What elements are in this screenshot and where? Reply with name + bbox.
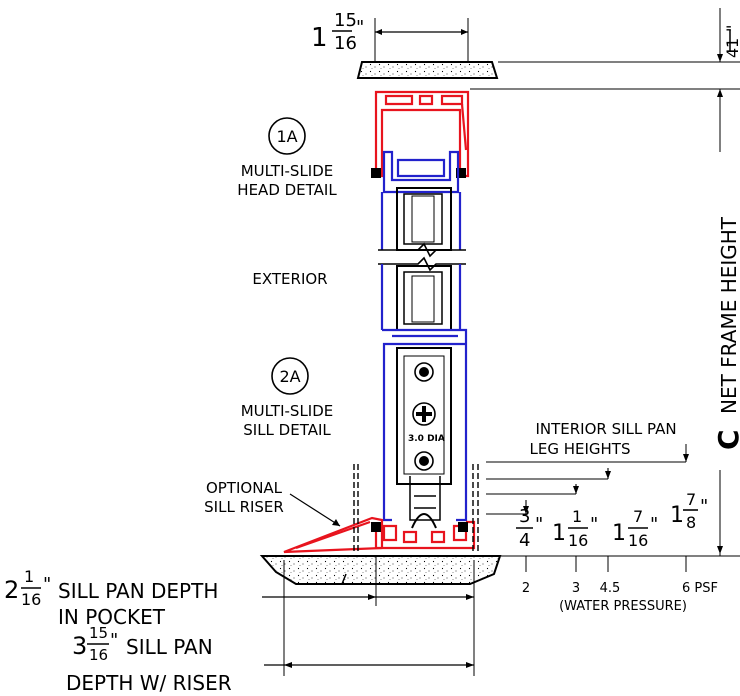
svg-text:1: 1 bbox=[612, 521, 626, 546]
svg-text:": " bbox=[535, 514, 543, 535]
svg-text:1: 1 bbox=[572, 507, 582, 526]
svg-text:4: 4 bbox=[519, 530, 530, 551]
leg-height-2: 1 1 16 " bbox=[552, 507, 598, 550]
riser-line2: SILL RISER bbox=[204, 498, 284, 516]
head-gap-denominator: 4 bbox=[723, 48, 740, 58]
sill-detail-tag-circle bbox=[271, 357, 309, 395]
top-width-numerator: 15 bbox=[334, 10, 357, 31]
sill-pan-depth-dimensions: 2 1 16 " SILL PAN DEPTH IN POCKET 3 15 1… bbox=[4, 556, 475, 695]
head-detail-callout: 1A MULTI-SLIDE HEAD DETAIL bbox=[237, 117, 337, 199]
svg-text:16: 16 bbox=[568, 531, 588, 550]
svg-text:SILL PAN: SILL PAN bbox=[126, 635, 213, 659]
panel-break-lines bbox=[378, 242, 466, 272]
svg-text:8: 8 bbox=[686, 513, 696, 532]
frame-height-label: NET FRAME HEIGHT bbox=[717, 216, 740, 414]
sill-detail-tag: 2A bbox=[279, 367, 300, 386]
head-gap-dimension: 1 " 4 bbox=[470, 8, 740, 104]
head-gap-numerator: 1 bbox=[723, 38, 740, 48]
leg-heights-block: INTERIOR SILL PAN LEG HEIGHTS 3 4 " 1 1 … bbox=[486, 420, 718, 614]
head-detail-line1: MULTI-SLIDE bbox=[241, 162, 334, 180]
leg-height-4: 1 7 8 " bbox=[670, 490, 708, 532]
top-width-unit: " bbox=[356, 17, 364, 38]
top-width-dimension: 1 15 16 " bbox=[311, 10, 469, 62]
panel-lower-profile bbox=[380, 264, 468, 522]
sill-detail-line1: MULTI-SLIDE bbox=[241, 402, 334, 420]
top-width-whole: 1 bbox=[311, 23, 328, 53]
head-detail-tag: 1A bbox=[276, 127, 297, 146]
pressure-caption: (WATER PRESSURE) bbox=[559, 599, 687, 614]
svg-text:1: 1 bbox=[552, 521, 566, 546]
sill-detail-callout: 2A MULTI-SLIDE SILL DETAIL bbox=[241, 357, 334, 439]
svg-text:15: 15 bbox=[89, 624, 108, 642]
roller-assembly: 3.0 DIA bbox=[396, 347, 452, 529]
leg-height-1: 3 4 " bbox=[516, 506, 543, 551]
head-substrate bbox=[356, 61, 499, 79]
riser-line1: OPTIONAL bbox=[206, 479, 283, 497]
pressure-2: 2 bbox=[522, 581, 530, 596]
head-gap-unit: " bbox=[723, 25, 740, 32]
net-frame-height-dimension: C NET FRAME HEIGHT bbox=[478, 98, 740, 557]
sill-frame-profile bbox=[283, 464, 479, 554]
svg-text:3: 3 bbox=[72, 632, 87, 660]
svg-text:3: 3 bbox=[519, 506, 530, 527]
head-detail-line2: HEAD DETAIL bbox=[237, 181, 337, 199]
leg-heights-title-line2: LEG HEIGHTS bbox=[530, 440, 631, 458]
svg-text:1: 1 bbox=[670, 503, 684, 528]
svg-text:": " bbox=[650, 514, 658, 535]
svg-text:1: 1 bbox=[24, 567, 34, 586]
svg-text:SILL PAN DEPTH: SILL PAN DEPTH bbox=[58, 579, 218, 603]
pressure-6-psf: 6 PSF bbox=[682, 581, 718, 596]
sill-detail-line2: SILL DETAIL bbox=[243, 421, 331, 439]
head-detail-tag-circle bbox=[268, 117, 306, 155]
sill-pan-depth-2: 3 15 16 " SILL PAN DEPTH W/ RISER bbox=[66, 624, 232, 695]
frame-height-symbol: C bbox=[712, 429, 740, 450]
optional-riser-callout: OPTIONAL SILL RISER bbox=[204, 479, 341, 527]
top-width-denominator: 16 bbox=[334, 33, 357, 54]
svg-text:7: 7 bbox=[633, 507, 643, 526]
svg-text:7: 7 bbox=[686, 490, 696, 509]
head-frame-profile bbox=[371, 90, 470, 178]
floor-substrate bbox=[259, 555, 502, 585]
svg-text:2: 2 bbox=[4, 576, 19, 604]
pressure-3: 3 bbox=[572, 581, 580, 596]
svg-text:16: 16 bbox=[628, 531, 648, 550]
sill-pan-depth-1: 2 1 16 " SILL PAN DEPTH IN POCKET bbox=[4, 567, 218, 629]
svg-text:DEPTH W/ RISER: DEPTH W/ RISER bbox=[66, 671, 232, 695]
leg-height-3: 1 7 16 " bbox=[612, 507, 658, 550]
svg-text:": " bbox=[590, 514, 598, 535]
svg-text:": " bbox=[700, 496, 708, 517]
svg-text:": " bbox=[43, 574, 51, 595]
exterior-label: EXTERIOR bbox=[252, 270, 327, 288]
svg-text:IN POCKET: IN POCKET bbox=[58, 605, 166, 629]
leg-heights-title-line1: INTERIOR SILL PAN bbox=[535, 420, 676, 438]
pressure-4-5: 4.5 bbox=[600, 581, 621, 596]
svg-text:16: 16 bbox=[89, 646, 108, 664]
svg-text:16: 16 bbox=[21, 590, 41, 609]
roller-label: 3.0 DIA bbox=[408, 434, 445, 444]
head-panel-profile bbox=[380, 150, 462, 251]
svg-text:": " bbox=[110, 630, 118, 651]
